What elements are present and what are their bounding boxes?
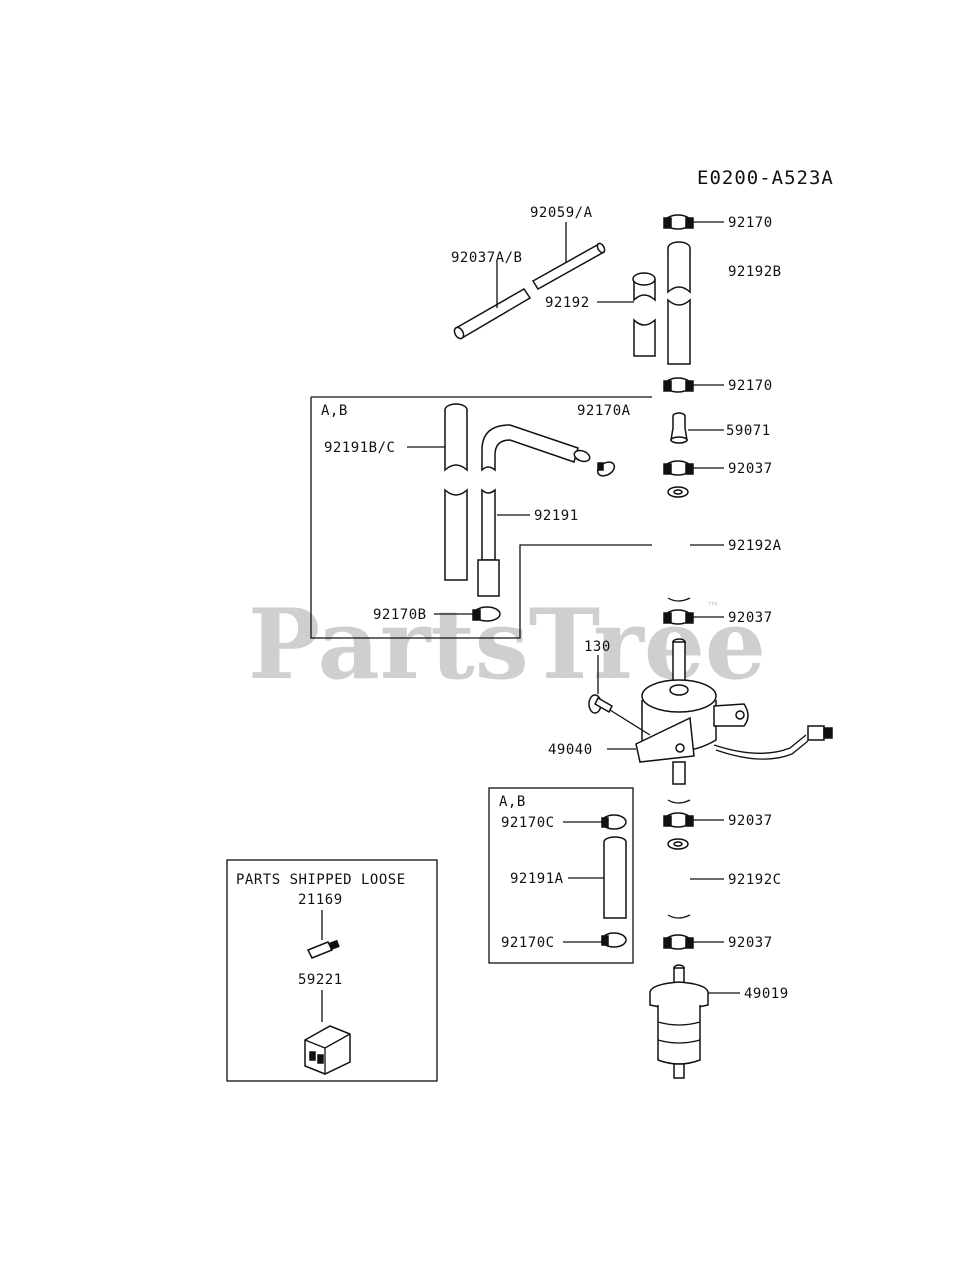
- label-130: 130: [584, 639, 611, 655]
- tube-92192b: [667, 241, 691, 365]
- label-92037-1: 92037: [728, 461, 773, 477]
- parts-shipped-loose-title: PARTS SHIPPED LOOSE: [236, 872, 406, 888]
- label-92170-top: 92170: [728, 215, 773, 231]
- clamp-92170c-top: [601, 814, 627, 830]
- tube-92037ab: [453, 288, 532, 340]
- label-92037ab: 92037A/B: [451, 250, 522, 266]
- label-92192: 92192: [545, 295, 590, 311]
- tube-92191: [477, 424, 591, 597]
- bolt-130: [588, 694, 613, 714]
- group-label-upper: A,B: [321, 403, 348, 419]
- label-49019: 49019: [744, 986, 789, 1002]
- fuel-filter-49019: [649, 964, 709, 1079]
- label-59221: 59221: [298, 972, 343, 988]
- label-59071: 59071: [726, 423, 771, 439]
- connector-housing-59221: [304, 1025, 351, 1075]
- label-92170a: 92170A: [577, 403, 631, 419]
- clamp-92037-1: [663, 460, 694, 498]
- tube-92192: [632, 272, 656, 357]
- clamp-92170-mid: [663, 377, 694, 393]
- clamp-92037-2: [663, 597, 694, 625]
- label-92191bc: 92191B/C: [324, 440, 395, 456]
- tube-92059a: [531, 242, 606, 291]
- parts-shipped-loose-box: [226, 859, 438, 1082]
- clamp-92170a: [596, 461, 616, 477]
- terminal-21169: [306, 939, 340, 959]
- label-92170b: 92170B: [373, 607, 427, 623]
- label-92037-2: 92037: [728, 610, 773, 626]
- clamp-92170-top: [663, 214, 694, 230]
- fuel-pump-49040: [635, 638, 833, 785]
- clamp-92170b: [472, 606, 501, 622]
- label-92037-3: 92037: [728, 813, 773, 829]
- label-92170c-bottom: 92170C: [501, 935, 555, 951]
- clamp-92170c-bottom: [601, 932, 627, 948]
- label-92192a: 92192A: [728, 538, 782, 554]
- label-21169: 21169: [298, 892, 343, 908]
- label-92170-mid: 92170: [728, 378, 773, 394]
- connector-59071: [670, 412, 688, 444]
- watermark-trademark: ™: [706, 600, 720, 616]
- label-92191a: 92191A: [510, 871, 564, 887]
- label-92059a: 92059/A: [530, 205, 593, 221]
- label-92192b: 92192B: [728, 264, 782, 280]
- clamp-92037-3: [663, 799, 694, 850]
- clamp-92037-4: [663, 914, 694, 950]
- group-label-lower: A,B: [499, 794, 526, 810]
- label-92170c-top: 92170C: [501, 815, 555, 831]
- tube-92191bc: [444, 403, 468, 581]
- group-box-upper: [310, 396, 652, 639]
- tube-92191a: [603, 836, 627, 919]
- label-92037-4: 92037: [728, 935, 773, 951]
- label-92192c: 92192C: [728, 872, 782, 888]
- diagram-code: E0200-A523A: [697, 167, 834, 189]
- label-92191: 92191: [534, 508, 579, 524]
- label-49040: 49040: [548, 742, 593, 758]
- group-box-lower: [488, 787, 634, 964]
